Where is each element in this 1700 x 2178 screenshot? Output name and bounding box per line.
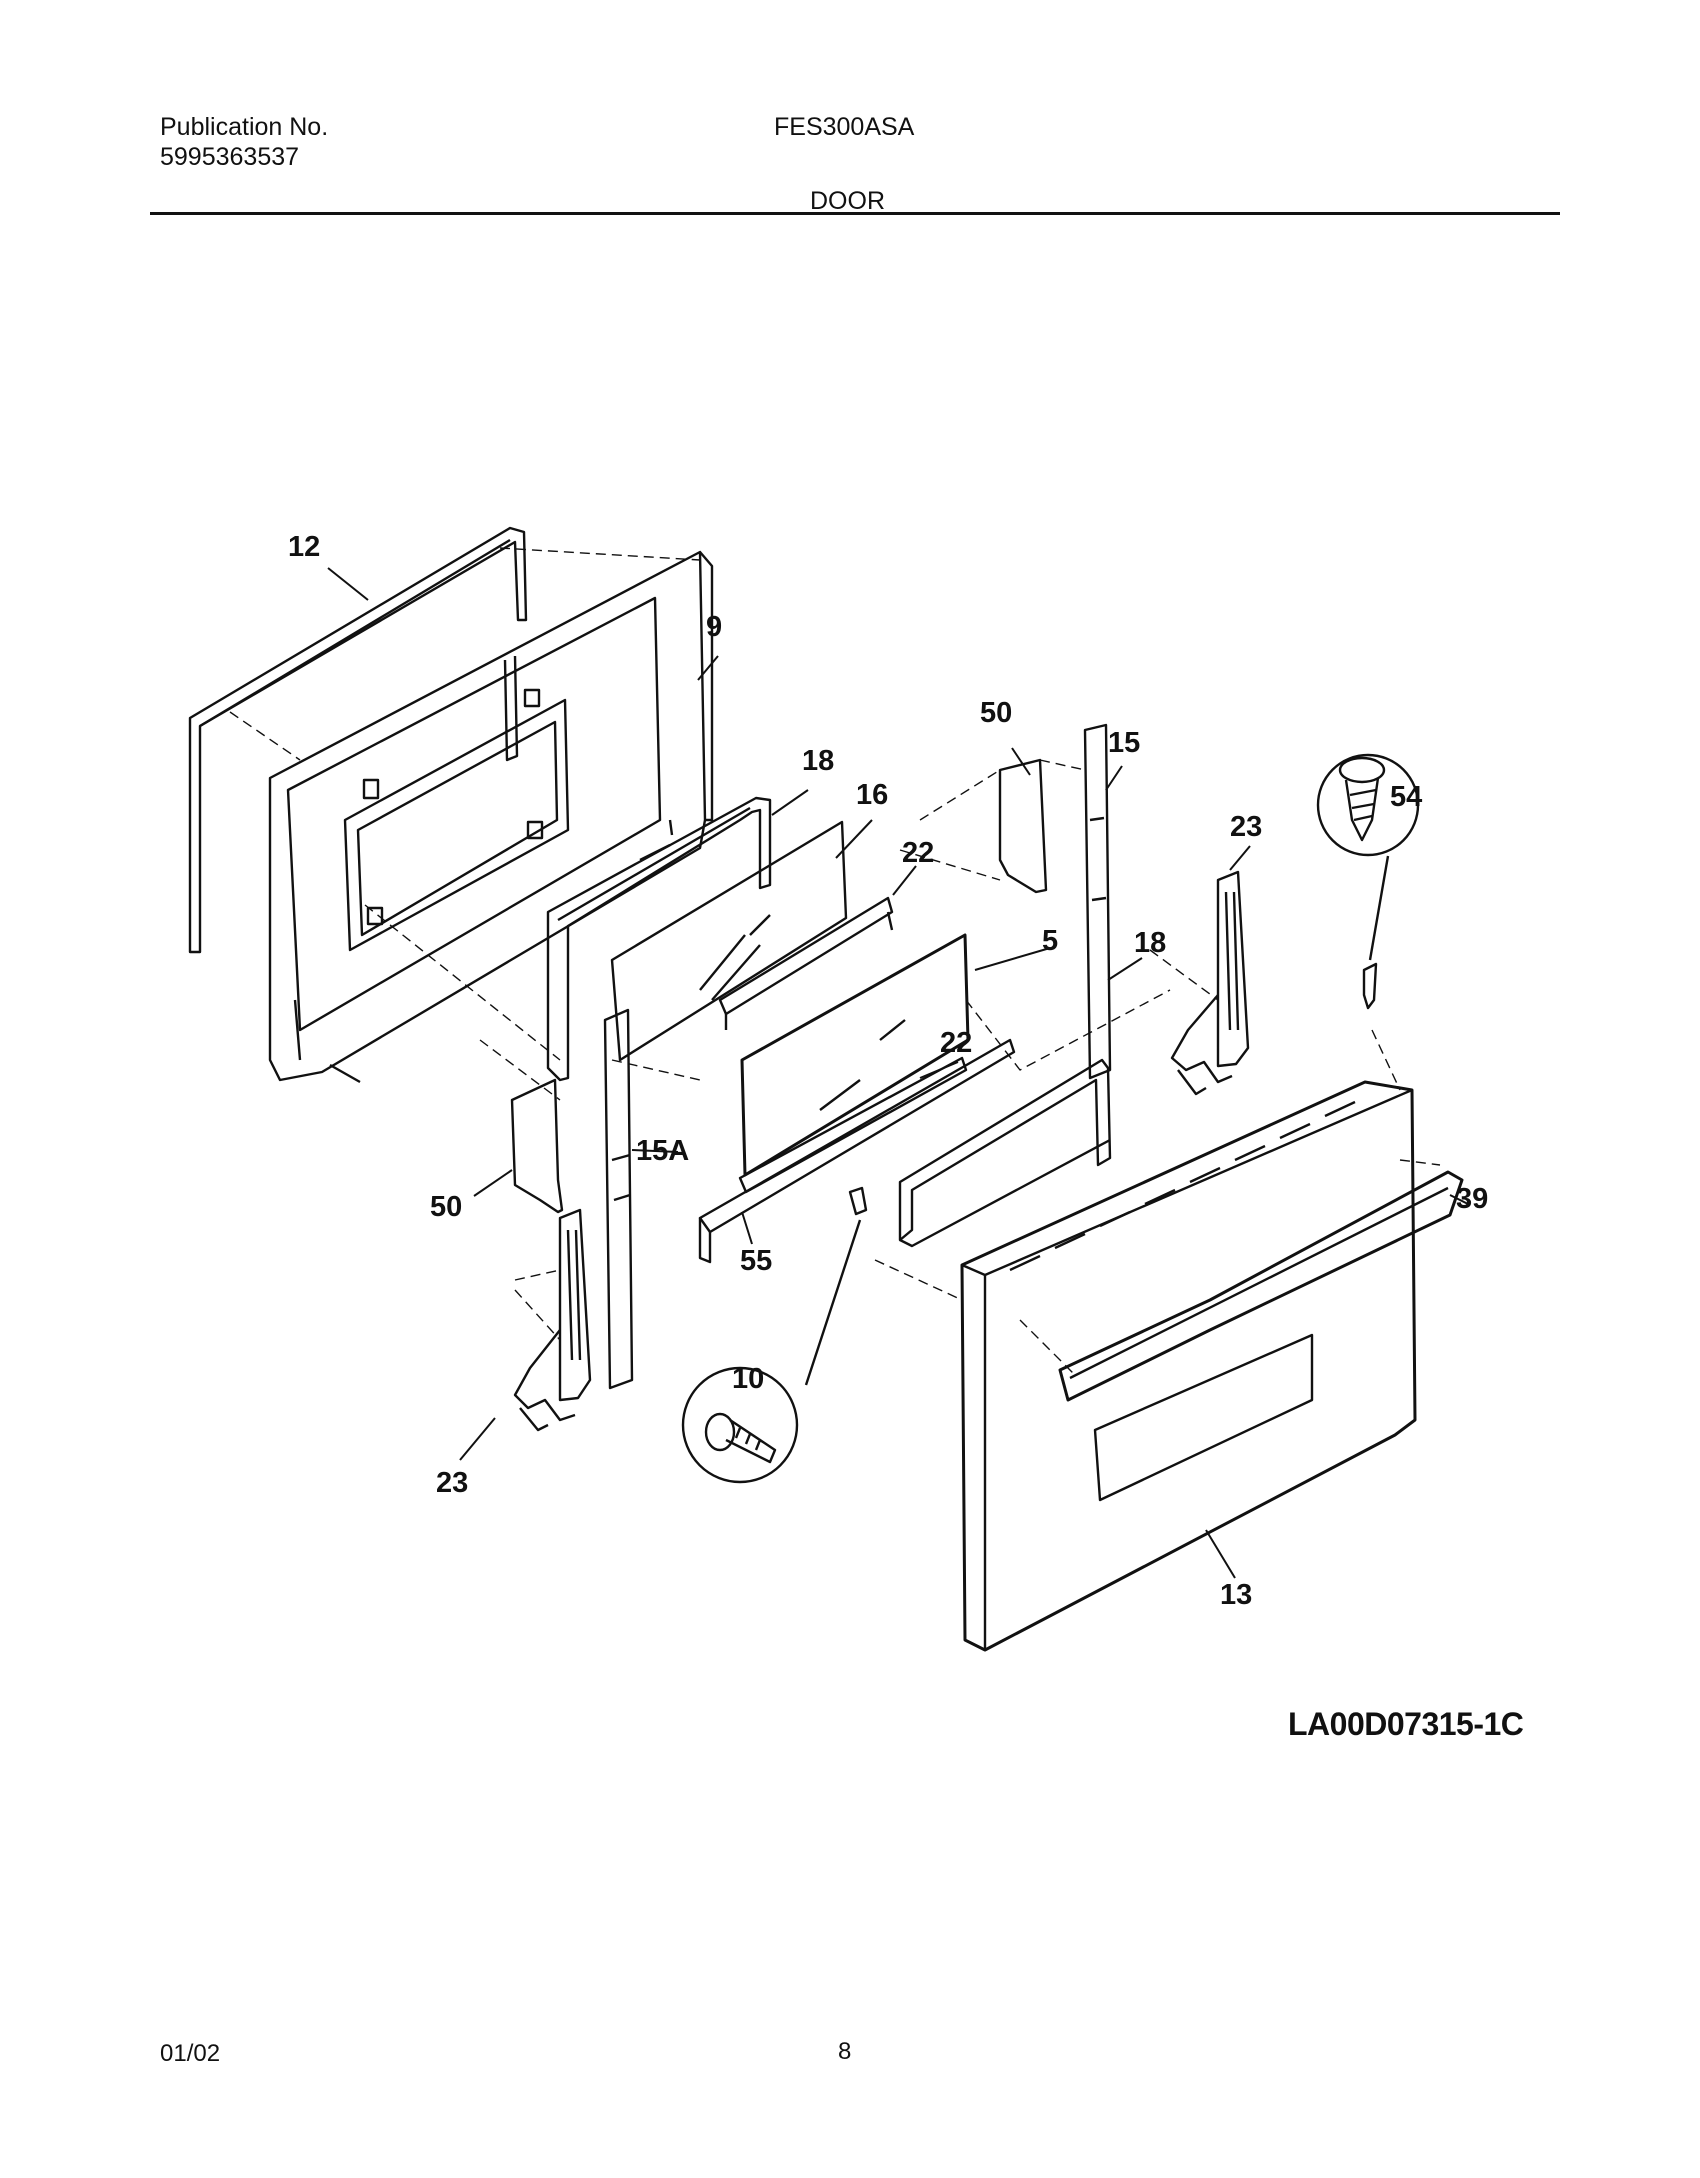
page-number: 8 <box>838 2038 852 2065</box>
callout-5: 5 <box>1042 925 1058 957</box>
publication-label: Publication No. <box>160 113 329 141</box>
callout-39: 39 <box>1456 1183 1488 1215</box>
insulation-pad-right-drawing <box>998 758 1048 894</box>
callout-50-left: 50 <box>430 1191 462 1223</box>
callout-9: 9 <box>706 611 722 643</box>
publication-date: 01/02 <box>160 2040 221 2067</box>
outer-door-panel-drawing <box>960 1080 1417 1652</box>
drawing-code: LA00D07315-1C <box>1288 1706 1524 1742</box>
callout-23-right: 23 <box>1230 811 1262 843</box>
callout-13: 13 <box>1220 1579 1252 1611</box>
door-channel-left-drawing <box>603 1008 634 1390</box>
callout-labels: 12 9 50 15 18 16 22 5 54 23 18 22 15A 50… <box>288 531 1488 1611</box>
callout-10: 10 <box>732 1363 764 1395</box>
callout-18-upper: 18 <box>802 745 834 777</box>
screw-10-detail-drawing <box>681 1186 868 1484</box>
outer-glass-drawing <box>740 933 970 1177</box>
callout-16: 16 <box>856 779 888 811</box>
screw-54-detail-drawing <box>1316 753 1420 1010</box>
bottom-trim-drawing <box>698 1038 1016 1264</box>
insulation-frame-lower-drawing <box>898 1058 1112 1248</box>
callout-50-right: 50 <box>980 697 1012 729</box>
glass-retainer-upper-drawing <box>718 896 894 1030</box>
callout-22-lower: 22 <box>940 1027 972 1059</box>
publication-number: 5995363537 <box>160 143 300 171</box>
hinge-right-drawing <box>1170 870 1250 1096</box>
door-gasket-drawing <box>188 526 528 954</box>
insulation-pad-left-drawing <box>510 1078 564 1214</box>
callout-12: 12 <box>288 531 320 563</box>
assembly-guide-lines <box>229 547 1441 1376</box>
callout-22-upper: 22 <box>902 837 934 869</box>
model-number: FES300ASA <box>774 113 915 141</box>
insulation-frame-upper-drawing <box>546 796 772 1082</box>
callout-54: 54 <box>1390 781 1422 813</box>
glass-retainer-lower-drawing <box>738 1056 968 1194</box>
hinge-left-drawing <box>513 1208 592 1432</box>
inner-glass-drawing <box>610 820 848 1062</box>
door-handle-drawing <box>1058 1170 1464 1402</box>
callout-55: 55 <box>740 1245 772 1277</box>
callout-15a: 15A <box>636 1135 689 1167</box>
header-rule <box>150 212 1560 215</box>
leader-lines <box>327 567 1471 1579</box>
callout-15: 15 <box>1108 727 1140 759</box>
callout-23-left: 23 <box>436 1467 468 1499</box>
callout-18-lower: 18 <box>1134 927 1166 959</box>
section-title: DOOR <box>810 187 885 215</box>
door-channel-right-drawing <box>1083 723 1112 1080</box>
